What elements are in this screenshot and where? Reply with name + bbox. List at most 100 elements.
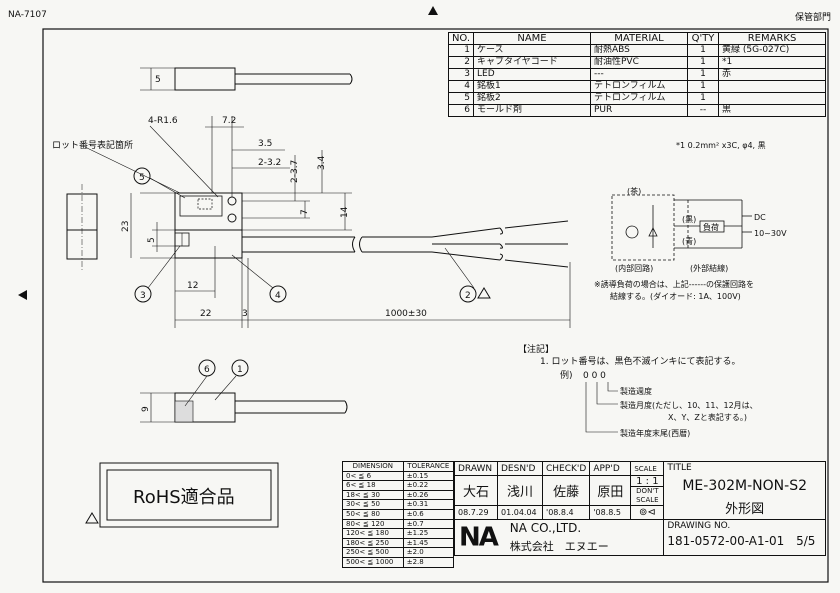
col-tolerance: TOLERANCE: [402, 461, 455, 472]
table-row: 80< ≦ 120±0.7: [342, 518, 455, 530]
notes-example-code: 0 0 0: [583, 371, 606, 381]
dim-cable-length: 1000±30: [385, 309, 427, 319]
dimension-labels: 5 4-R1.6 7.2 3.5 2-3.2 2-3.7 3.4 7 14 23…: [121, 75, 427, 412]
table-row: 120< ≦ 180±1.25: [342, 528, 455, 539]
company-logo: NA: [459, 522, 499, 553]
desnd-date: 01.04.04: [497, 505, 543, 520]
cell: 250< ≦ 500: [342, 547, 404, 558]
title-sub: 外形図: [725, 502, 765, 517]
col-no: NO.: [448, 32, 474, 45]
callout-2: [459, 285, 477, 303]
cell: ±2.0: [402, 547, 455, 558]
dim-bottom-height: 9: [141, 406, 151, 412]
cell: 銘板1: [473, 80, 591, 93]
dim-3: 3: [242, 309, 248, 319]
callout-1: [231, 359, 249, 377]
table-row: 180< ≦ 250±1.45: [342, 537, 455, 549]
table-row: 500< ≦ 1000±2.8: [342, 556, 455, 568]
projection-symbol: ⊚⊲: [630, 505, 665, 520]
drawn-label: DRAWN: [454, 461, 498, 476]
circuit-diagram: [611, 194, 752, 261]
col-name: NAME: [473, 32, 591, 45]
cell: --: [687, 104, 719, 117]
table-row: 0< ≦ 6±0.15: [342, 470, 455, 482]
cell: LED: [473, 68, 591, 81]
dim-237: 2-3.7: [290, 160, 300, 183]
cell: ±2.8: [402, 556, 455, 568]
cell: 5: [448, 92, 474, 105]
cell: テトロンフィルム: [590, 92, 688, 105]
wire-blue: (青): [682, 236, 696, 246]
cell: 80< ≦ 120: [342, 518, 404, 530]
cell: 30< ≦ 50: [342, 499, 404, 510]
table-row: 50< ≦ 80±0.6: [342, 508, 455, 520]
internal-circuit-label: (内部回路): [615, 263, 653, 273]
title-label: TITLE: [667, 463, 692, 473]
callout-3-text: 3: [140, 291, 146, 301]
cell: *1: [718, 56, 826, 69]
col-dimension: DIMENSION: [342, 461, 404, 472]
table-row: 250< ≦ 500±2.0: [342, 547, 455, 558]
parts-footnote: *1 0.2mm² x3C, φ4, 黒: [676, 141, 766, 150]
load-label: 負荷: [703, 222, 719, 232]
drawing-no: 181-0572-00-A1-01: [667, 534, 785, 548]
cell: 1: [687, 80, 719, 93]
callout-4: [269, 285, 287, 303]
rohs-label: RoHS適合品: [133, 487, 235, 508]
cell: ±0.7: [402, 518, 455, 530]
voltage-label: 10~30V: [754, 229, 787, 238]
callout-2-text: 2: [465, 291, 471, 301]
notes-line1: 1. ロット番号は、黒色不滅インキにて表記する。: [540, 355, 740, 367]
table-row: 6< ≦ 18±0.22: [342, 480, 455, 491]
dim-232: 2-3.2: [258, 158, 281, 168]
cell: 黄緑 (5G-027C): [718, 44, 826, 57]
cell: ±0.6: [402, 508, 455, 520]
callout-6: [198, 359, 216, 377]
cell: モールド剤: [473, 104, 591, 117]
circuit-note-2: 結線する。(ダイオード: 1A、100V): [610, 291, 741, 301]
dim-23: 23: [121, 221, 131, 232]
title-cell: TITLE ME-302M-NON-S2 外形図: [663, 461, 826, 520]
checkd-name: 佐藤: [541, 475, 591, 506]
table-row: 30< ≦ 50±0.31: [342, 499, 455, 510]
callout-6-text: 6: [204, 365, 210, 375]
scale-label: SCALE: [630, 461, 665, 476]
cell: 120< ≦ 180: [342, 528, 404, 539]
cell: 1: [687, 68, 719, 81]
callout-5-text: 5: [139, 173, 145, 183]
cell: 0< ≦ 6: [342, 470, 404, 482]
rohs-inner: [106, 469, 272, 521]
drawing-no-cell: DRAWING NO. 181-0572-00-A1-01 5/5: [663, 519, 826, 556]
cell: [718, 92, 826, 105]
company-jp: 株式会社 エヌエー: [509, 540, 609, 553]
notes-example-label: 例): [560, 369, 573, 381]
col-qty: Q'TY: [687, 32, 719, 45]
cell: 180< ≦ 250: [342, 537, 404, 549]
dim-35: 3.5: [258, 139, 272, 149]
cell: 銘板2: [473, 92, 591, 105]
side-view: [66, 184, 98, 270]
callout-circles: [85, 167, 491, 524]
cell: 黒: [718, 104, 826, 117]
lot-label: ロット番号表記箇所: [52, 139, 133, 151]
doc-id: NA-7107: [8, 10, 47, 20]
col-remarks: REMARKS: [718, 32, 826, 45]
cell: 50< ≦ 80: [342, 508, 404, 520]
warning-triangle-2: [85, 512, 99, 524]
drawn-name: 大石: [454, 475, 498, 506]
cell: ---: [590, 68, 688, 81]
cell: 6: [448, 104, 474, 117]
cell: ±0.31: [402, 499, 455, 510]
company-en: NA CO.,LTD.: [509, 521, 582, 535]
scale-cell: 1 : 1 DON'T SCALE: [630, 475, 665, 506]
checkd-date: '08.8.4: [541, 505, 591, 520]
company-cell: NA NA CO.,LTD. 株式会社 エヌエー: [453, 519, 665, 556]
table-row: 18< ≦ 30±0.26: [342, 489, 455, 501]
notes-anno2b: X、Y、Zと表記する。): [668, 412, 747, 422]
cell: 1: [687, 92, 719, 105]
